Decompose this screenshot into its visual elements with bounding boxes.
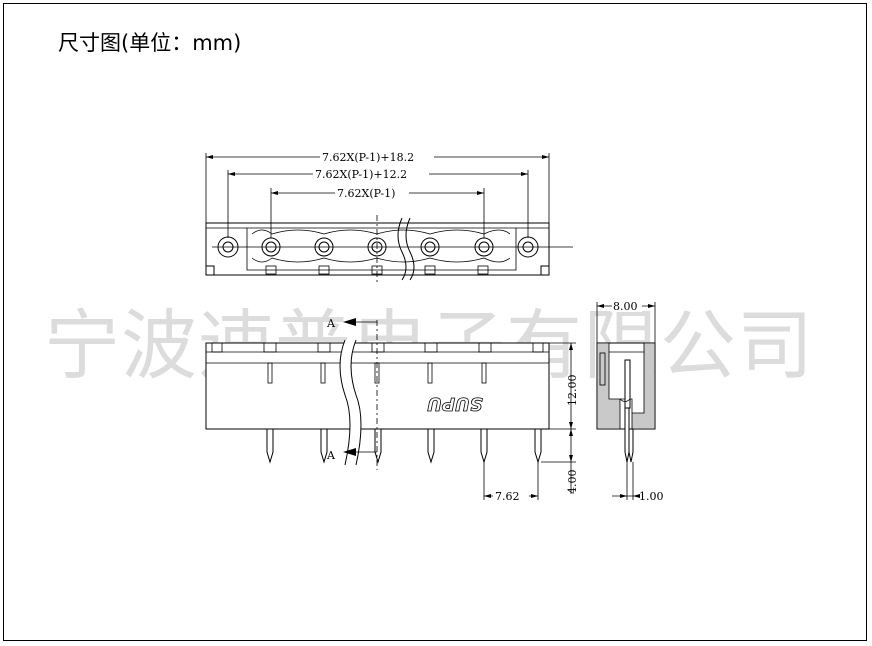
dim-pin-length: 4.00 (566, 470, 579, 495)
section-label-bottom: A (326, 449, 336, 462)
dim-pin-offset: 1.00 (639, 490, 664, 503)
page-title: 尺寸图(单位：mm) (58, 31, 242, 55)
dim-middle: 7.62X(P-1)+12.2 (315, 168, 407, 181)
drawing-frame (3, 3, 867, 641)
section-markers: A A (326, 317, 377, 462)
brand-logo: SUPU (427, 393, 483, 414)
top-view (205, 215, 573, 282)
dim-overall: 7.62X(P-1)+18.2 (322, 151, 414, 164)
height-dimensions: 12.00 4.00 (541, 342, 579, 495)
dim-width: 8.00 (613, 300, 638, 313)
front-view-pins (266, 428, 542, 464)
section-label-top: A (326, 317, 336, 330)
top-view-inner-strip (246, 228, 517, 271)
front-view-body (205, 342, 550, 430)
top-view-notches (206, 265, 549, 275)
dim-pitch-total: 7.62X(P-1) (337, 187, 395, 200)
dim-height: 12.00 (566, 375, 579, 407)
front-view-top-tabs (211, 342, 544, 353)
front-view: SUPU (205, 320, 550, 470)
top-dimensions: 7.62X(P-1)+18.2 7.62X(P-1)+12.2 7.62X(P-… (205, 150, 550, 238)
dim-pitch: 7.62 (495, 490, 520, 503)
top-view-pin-pads (265, 265, 489, 275)
side-view: 8.00 1.00 (596, 299, 664, 503)
pitch-dimension: 7.62 (483, 462, 539, 503)
